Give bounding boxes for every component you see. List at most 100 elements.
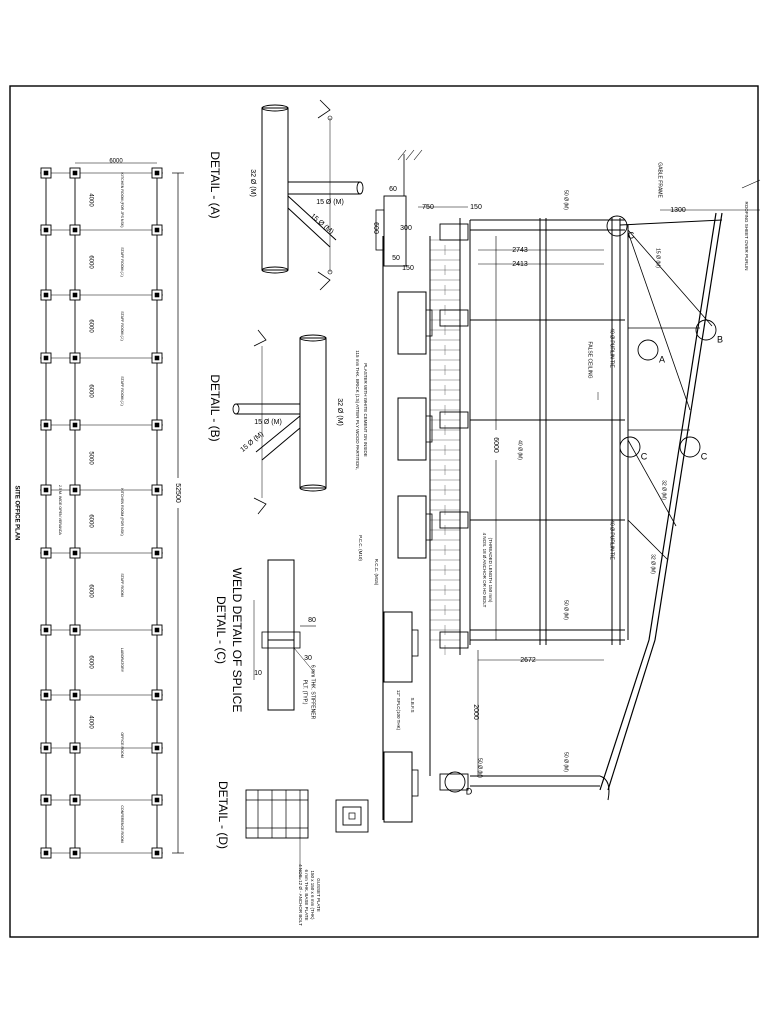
rafter (599, 639, 650, 791)
wall-note-2: PLASTER WITH WHITE CEMENT ON INSIDE (363, 363, 368, 456)
detail-callout-circle (619, 436, 641, 458)
detail-c-dim1: 80 (308, 617, 316, 624)
column-core (72, 797, 78, 803)
rafter (648, 212, 717, 641)
column-base (439, 309, 469, 327)
dim-1300: 1300 (670, 207, 686, 214)
column-core (154, 627, 160, 633)
base-plate-detail (245, 789, 309, 839)
splice-plate (261, 631, 301, 649)
brace (627, 439, 677, 527)
leader-node (327, 269, 333, 275)
dim-150a: 150 (470, 204, 482, 211)
footing-pedestal (411, 769, 419, 797)
column-core (154, 170, 160, 176)
main-pipe (299, 337, 327, 489)
column-core (43, 227, 49, 233)
gable-frame-label: GABLE FRAME (657, 162, 663, 198)
section-arrow (253, 497, 267, 515)
detail-d-note: 4 NOS. 12 Ø - ANCHOR BOLT (298, 864, 303, 926)
detail-c-dim3: 10 (254, 670, 262, 677)
column-core (72, 550, 78, 556)
dim-600: 600 (372, 222, 379, 234)
detail-c-dim2: 30 (304, 655, 312, 662)
detail-c-heading: WELD DETAIL OF SPLICE (230, 568, 244, 713)
column-base (439, 773, 469, 791)
column-core (43, 292, 49, 298)
room-label: OFFICE ROOM (120, 732, 124, 757)
column-core (43, 692, 49, 698)
pcc-note: P.C.C. (M10) (358, 535, 363, 561)
dim-150b: 150 (402, 265, 414, 272)
room-label: STAFF ROOM (J.) (120, 376, 124, 405)
column-base (439, 631, 469, 649)
column-core (154, 227, 160, 233)
pipe-end (261, 266, 289, 274)
column-core (43, 355, 49, 361)
column-core (72, 627, 78, 633)
room-label: STAFF ROOM (J.) (120, 247, 124, 276)
callout-letter: C (701, 451, 708, 461)
column-core (154, 422, 160, 428)
brace-end (232, 403, 240, 415)
column-core (43, 550, 49, 556)
column-core (154, 550, 160, 556)
column-core (72, 355, 78, 361)
bolt-note-2: (THREADED LENGTH 150 mm) (488, 538, 493, 603)
footing (383, 611, 413, 683)
detail-callout-circle (444, 771, 466, 793)
column-core (43, 850, 49, 856)
gutter (599, 775, 610, 801)
column-core (72, 850, 78, 856)
false-ceiling-note: FALSE CEILING (587, 342, 593, 379)
callout-letter: B (717, 334, 723, 344)
column-core (154, 797, 160, 803)
dim-2672: 2672 (520, 657, 536, 664)
bay-dimension: 6000 (87, 655, 93, 669)
column-core (43, 487, 49, 493)
diagonal-brace (255, 415, 301, 461)
bay-dimension: 6000 (87, 255, 93, 269)
main-pipe (261, 107, 289, 271)
wall-note-1: 115 mm THK. BRICK (1:5) ATTER PLY WOOD P… (355, 350, 360, 469)
footing-pedestal (411, 629, 419, 657)
dim-2743: 2743 (512, 247, 528, 254)
detail-d-title: DETAIL - (D) (216, 781, 230, 849)
column-core (43, 170, 49, 176)
dim-mask (492, 430, 500, 460)
leader (293, 647, 315, 673)
member-size: 40 Ø (M) (517, 440, 523, 460)
rcc-note: R.C.C. (M15) (374, 559, 379, 586)
column-core (154, 292, 160, 298)
detail-c-note2: PLT. (TYP.) (302, 680, 308, 705)
column-core (154, 850, 160, 856)
column-core (154, 692, 160, 698)
detail-b-title: DETAIL - (B) (208, 374, 222, 441)
bay-dimension: 4000 (87, 715, 93, 729)
detail-b-brace1: 15 Ø (M) (254, 419, 282, 426)
column-core (72, 422, 78, 428)
horizontal-brace (236, 403, 300, 415)
plinth-footing (375, 209, 385, 251)
ground-hatch (397, 149, 407, 161)
column-core (154, 745, 160, 751)
overall-dimension: 52500 (174, 483, 181, 503)
detail-b-brace2: 15 Ø (M) (239, 431, 265, 454)
dim-6000: 6000 (492, 437, 499, 453)
ground-hatch (413, 149, 423, 161)
sheet-border (9, 85, 759, 938)
member-size: 50 Ø (M) (563, 752, 569, 772)
purlin-note-2: 40 Ø PURLIN TIE (609, 520, 615, 560)
plan-top-dim: 6000 (109, 159, 123, 165)
plan-title: SITE OFFICE PLAN (13, 485, 19, 540)
detail-a-title: DETAIL - (A) (208, 151, 222, 218)
sbfs-note: S.B.F.S (410, 697, 415, 712)
column-core (72, 170, 78, 176)
column-base (439, 511, 469, 529)
member-size: 32 Ø (M) (650, 554, 656, 574)
column-core (72, 227, 78, 233)
column-core (43, 797, 49, 803)
